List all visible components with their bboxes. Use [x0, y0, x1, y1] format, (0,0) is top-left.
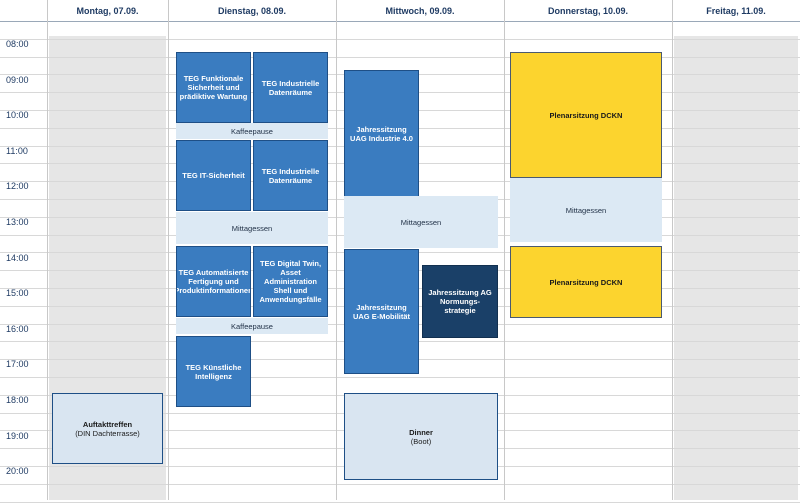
event-title: Plenarsitzung DCKN: [549, 277, 623, 287]
event-title: TEG Künstliche Intelligenz: [185, 362, 242, 381]
break-block: Kaffeepause: [176, 318, 328, 334]
time-label: 17:00: [6, 359, 29, 370]
event-title: Auftakttreffen: [82, 419, 133, 429]
event-title: TEG IT-Sicherheit: [182, 171, 245, 180]
time-label: 09:00: [6, 74, 29, 85]
time-label: 13:00: [6, 217, 29, 227]
column-divider: [47, 0, 48, 500]
event-block[interactable]: Jahressitzung AG Normungs-strategie: [422, 265, 498, 338]
day-header: Dienstag, 08.09.: [217, 6, 287, 16]
event-title: Dinner: [409, 427, 433, 437]
grid-row: [0, 467, 800, 485]
event-title: Jahressitzung UAG Industrie 4.0: [350, 124, 413, 143]
event-block[interactable]: TEG Industrielle Datenräume: [253, 140, 328, 211]
grid-row: [0, 40, 800, 58]
event-block[interactable]: Jahressitzung UAG Industrie 4.0: [344, 70, 419, 197]
break-block: Mittagessen: [176, 212, 328, 244]
time-label: 12:00: [6, 181, 29, 192]
event-title: Mittagessen: [400, 217, 442, 227]
event-subtitle: (Boot): [410, 436, 432, 446]
event-block[interactable]: TEG Digital Twin, Asset Administration S…: [253, 246, 328, 317]
event-block[interactable]: TEG Funktionale Sicherheit und prädiktiv…: [176, 52, 251, 123]
event-title: Kaffeepause: [231, 126, 273, 136]
time-label: 11:00: [6, 145, 28, 156]
event-block[interactable]: Plenarsitzung DCKN: [510, 52, 662, 178]
event-title: TEG Industrielle Datenräume: [261, 78, 320, 97]
event-title: Mittagessen: [565, 205, 607, 215]
event-block[interactable]: TEG Automatisierte Fertigung und Produkt…: [176, 246, 251, 317]
time-label: 18:00: [6, 395, 29, 405]
day-shade: [674, 36, 798, 500]
event-title: Jahressitzung AG Normungs-strategie: [428, 288, 492, 315]
column-divider: [672, 0, 673, 500]
day-header: Donnerstag, 10.09.: [547, 6, 629, 16]
event-block[interactable]: TEG Künstliche Intelligenz: [176, 336, 251, 407]
header-divider: [0, 0, 800, 22]
event-title: TEG Digital Twin, Asset Administration S…: [259, 259, 322, 304]
day-header: Freitag, 11.09.: [706, 6, 766, 16]
time-label: 16:00: [6, 323, 29, 334]
event-block[interactable]: Auftakttreffen(DIN Dachterrasse): [52, 393, 163, 464]
event-title: Mittagessen: [231, 223, 273, 233]
break-block: Kaffeepause: [176, 123, 328, 139]
column-divider: [336, 0, 337, 500]
column-divider: [504, 0, 505, 500]
day-header: Mittwoch, 09.09.: [385, 6, 455, 16]
time-label: 19:00: [6, 430, 29, 441]
time-label: 14:00: [6, 252, 29, 263]
time-label: 10:00: [6, 110, 29, 121]
event-block[interactable]: TEG IT-Sicherheit: [176, 140, 251, 211]
event-title: Kaffeepause: [231, 321, 273, 331]
event-block[interactable]: TEG Industrielle Datenräume: [253, 52, 328, 123]
time-label: 20:00: [6, 466, 29, 477]
event-title: Jahressitzung UAG E-Mobilität: [352, 302, 411, 321]
grid-row: [0, 22, 800, 40]
event-title: Plenarsitzung DCKN: [549, 110, 623, 120]
event-subtitle: (DIN Dachterrasse): [75, 428, 140, 438]
day-header: Montag, 07.09.: [76, 6, 139, 16]
time-label: 15:00: [6, 288, 29, 299]
grid-row: [0, 360, 800, 378]
column-divider: [168, 0, 169, 500]
event-title: TEG Funktionale Sicherheit und prädiktiv…: [179, 74, 248, 101]
event-block[interactable]: Plenarsitzung DCKN: [510, 246, 662, 318]
event-title: TEG Automatisierte Fertigung und Produkt…: [176, 268, 251, 295]
break-block: Mittagessen: [510, 178, 662, 242]
break-block: Mittagessen: [344, 196, 498, 248]
event-title: TEG Industrielle Datenräume: [261, 166, 320, 185]
event-block[interactable]: Dinner(Boot): [344, 393, 498, 480]
event-block[interactable]: Jahressitzung UAG E-Mobilität: [344, 249, 419, 374]
time-label: 08:00: [6, 39, 29, 49]
